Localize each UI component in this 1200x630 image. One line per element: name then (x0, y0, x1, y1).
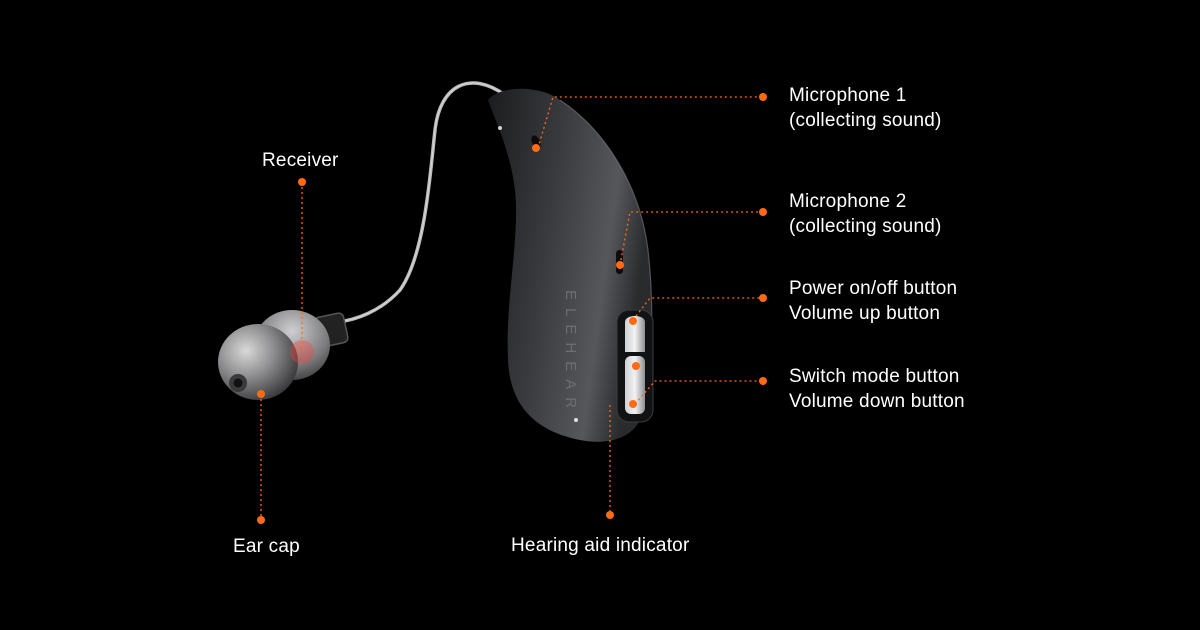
label-microphone-2: Microphone 2 (collecting sound) (789, 189, 942, 239)
brand-wordmark: ELEHEAR (562, 290, 579, 416)
label-microphone-2-line1: Microphone 2 (789, 191, 907, 212)
receiver-wire (336, 81, 507, 324)
callout-dot-power (629, 317, 637, 325)
callout-dot-switch (632, 362, 640, 370)
callout-dot-indicator-end (606, 511, 614, 519)
label-receiver: Receiver (262, 150, 339, 171)
power-volume-up-button (625, 316, 645, 352)
callout-dot-microphone-2-end (759, 208, 767, 216)
callout-dot-switch-2 (629, 400, 637, 408)
callout-dot-microphone-1 (532, 144, 540, 152)
label-switch-button-line2: Volume down button (789, 391, 965, 412)
label-microphone-1-line1: Microphone 1 (789, 85, 907, 106)
callout-dot-ear-cap-end (257, 516, 265, 524)
label-switch-button-line1: Switch mode button (789, 366, 960, 387)
label-ear-cap: Ear cap (233, 536, 300, 557)
hearing-aid-body (488, 88, 652, 442)
callout-line-switch-button (634, 380, 763, 405)
ear-cap (218, 324, 298, 400)
callout-dot-power-end (759, 294, 767, 302)
label-microphone-1-line2: (collecting sound) (789, 110, 942, 131)
callout-dot-receiver-end (298, 178, 306, 186)
label-power-button-line2: Volume up button (789, 303, 941, 324)
callout-dot-ear-cap (257, 390, 265, 398)
label-microphone-2-line2: (collecting sound) (789, 216, 942, 237)
switch-mode-volume-down-button (625, 356, 645, 414)
callout-line-power-button (632, 297, 763, 321)
callout-dot-switch-end (759, 377, 767, 385)
label-hearing-aid-indicator: Hearing aid indicator (511, 535, 690, 556)
label-switch-button: Switch mode button Volume down button (789, 364, 965, 414)
label-power-button-line1: Power on/off button (789, 278, 958, 299)
callout-dot-microphone-1-end (759, 93, 767, 101)
indicator-led (574, 418, 578, 422)
label-power-button: Power on/off button Volume up button (789, 276, 957, 326)
label-microphone-1: Microphone 1 (collecting sound) (789, 83, 942, 133)
callout-dot-microphone-2 (616, 261, 624, 269)
